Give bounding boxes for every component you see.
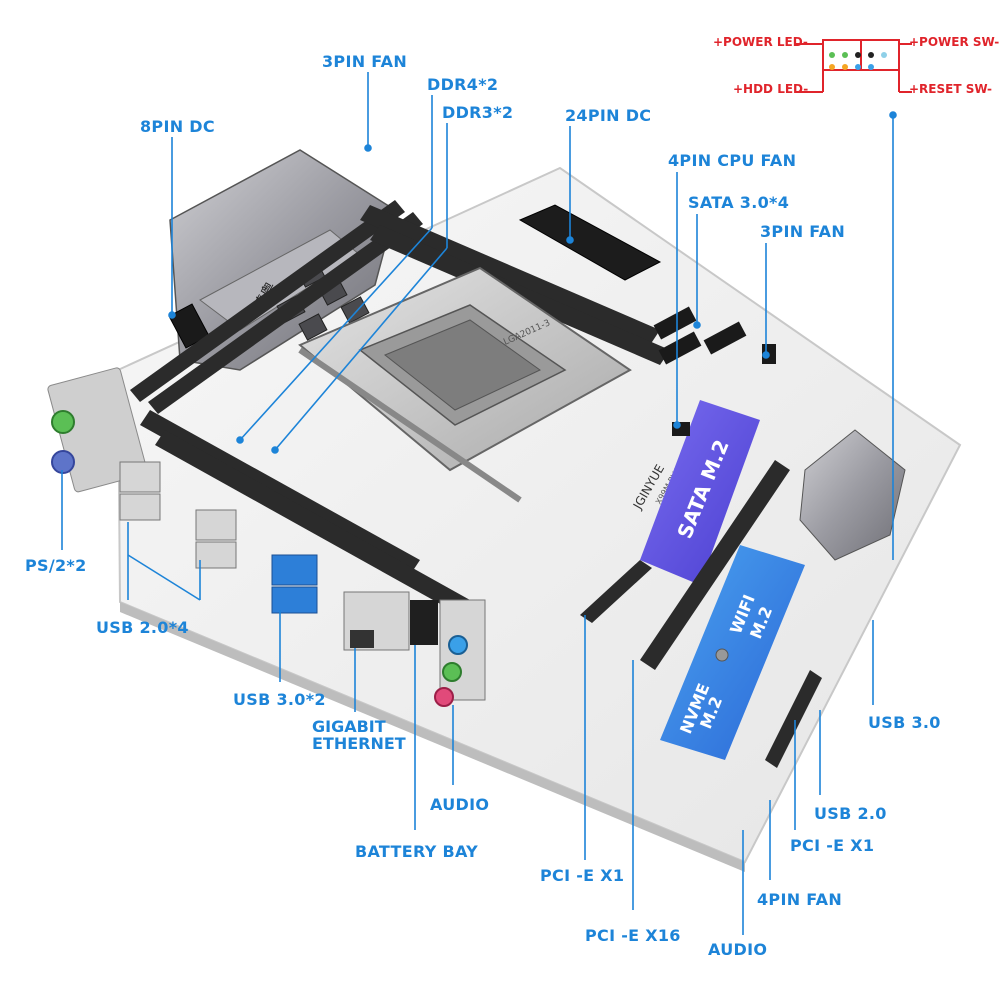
label-pcie-x1-left: PCI -E X1: [540, 866, 625, 885]
ps2-mouse-port: [51, 410, 75, 434]
chipset-heatsink: [799, 429, 906, 561]
usb20-port-4: [195, 541, 237, 569]
label-power-led: +POWER LED-: [713, 35, 808, 49]
label-ddr3: DDR3*2: [442, 103, 514, 122]
nvme-wifi-m2-area: [660, 545, 805, 760]
leader-lines: [61, 72, 897, 935]
label-ethernet: ETHERNET: [312, 734, 406, 753]
ps2-keyboard-port: [51, 450, 75, 474]
pcie-x16-slot: [640, 460, 790, 670]
label-usb20x4: USB 2.0*4: [96, 618, 189, 637]
label-usb30x2: USB 3.0*2: [233, 690, 326, 709]
label-4pin-cpu-fan: 4PIN CPU FAN: [668, 151, 797, 170]
label-ddr4: DDR4*2: [427, 75, 499, 94]
usb30-port-1: [271, 554, 318, 586]
label-hdd-led: +HDD LED-: [733, 82, 809, 96]
sata-connectors: [653, 306, 747, 365]
battery-bay: [410, 600, 438, 645]
pcie-x1-left: [580, 560, 652, 623]
label-gigabit-ethernet: GIGABIT ETHERNET: [312, 718, 406, 752]
usb20-port-3: [195, 509, 237, 541]
pcb-edge: [120, 602, 745, 872]
audio-jack-green: [442, 662, 462, 682]
audio-jack-pink: [434, 687, 454, 707]
label-3pin-fan-right: 3PIN FAN: [760, 222, 846, 241]
ram-slots: [130, 200, 670, 615]
label-3pin-fan-top: 3PIN FAN: [322, 52, 408, 71]
rear-io: [47, 367, 486, 707]
sata-m2-slot: [640, 400, 760, 585]
front-panel-header-diagram: [795, 39, 912, 93]
label-24pin-dc: 24PIN DC: [565, 106, 652, 125]
label-sata: SATA 3.0*4: [688, 193, 790, 212]
label-4pin-fan: 4PIN FAN: [757, 890, 843, 909]
label-pcie-x16: PCI -E X16: [585, 926, 681, 945]
label-reset-sw: +RESET SW-: [909, 82, 993, 96]
label-pcie-x1-right: PCI -E X1: [790, 836, 875, 855]
m2-screw: [715, 648, 729, 662]
audio-jack-blue: [448, 635, 468, 655]
label-gigabit: GIGABIT: [312, 717, 386, 736]
label-power-sw: +POWER SW-: [909, 35, 1000, 49]
pcie-x1-right: [765, 670, 822, 768]
label-audio-front: AUDIO: [708, 940, 768, 959]
label-8pin-dc: 8PIN DC: [140, 117, 215, 136]
cpu-socket: [298, 266, 632, 503]
usb20-port-2: [119, 493, 161, 521]
24pin-dc-connector: [518, 204, 662, 281]
usb20-port-1: [119, 461, 161, 493]
label-audio-rear: AUDIO: [430, 795, 490, 814]
label-usb30: USB 3.0: [868, 713, 941, 732]
usb30-port-2: [271, 586, 318, 614]
label-usb20: USB 2.0: [814, 804, 887, 823]
label-ps2: PS/2*2: [25, 556, 87, 575]
label-battery-bay: BATTERY BAY: [355, 842, 478, 861]
